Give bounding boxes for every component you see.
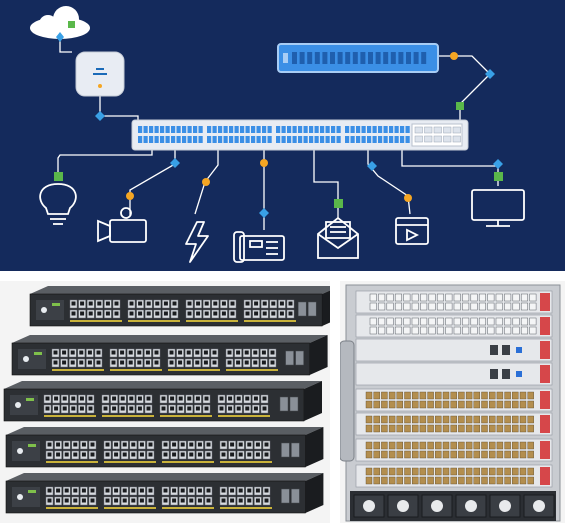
cloud-to-ap-line: [59, 38, 72, 53]
server-connector-diamond: [485, 69, 495, 79]
stacked-switch-photo: [0, 281, 330, 523]
monitor-icon: [471, 189, 525, 227]
camera-connector-dot: [126, 192, 134, 200]
switch-to-bulb-line: [57, 150, 153, 178]
cloud-connector-diamond: [56, 32, 64, 42]
cloud-icon: [30, 6, 90, 39]
light-bulb-icon: [39, 183, 77, 225]
rack-server-icon: [277, 43, 439, 73]
server-connector-square: [456, 102, 464, 110]
switch-to-video-line: [367, 150, 411, 215]
bulb-connector-square: [54, 172, 63, 181]
wireless-access-point-icon: [75, 51, 125, 97]
lightning-bolt-icon: [185, 221, 209, 263]
camera-connector-diamond: [170, 158, 180, 168]
chassis-switch-photo: [340, 281, 565, 523]
modular-chassis-switch: [340, 284, 561, 522]
switch-to-camera-line: [129, 150, 176, 215]
server-to-switch-line: [438, 55, 491, 122]
desk-phone-icon: [233, 231, 285, 263]
envelope-icon: [317, 216, 359, 259]
video-connector-dot: [404, 194, 412, 202]
phone-connector-diamond: [259, 208, 269, 218]
video-camera-icon: [97, 207, 147, 243]
video-connector-diamond: [367, 161, 377, 171]
power-connector-dot: [202, 178, 210, 186]
network-diagram-panel: [0, 0, 565, 271]
monitor-connector-diamond: [493, 159, 503, 169]
video-player-icon: [395, 217, 429, 245]
ap-connector-diamond: [95, 111, 105, 121]
network-switch-icon: [131, 119, 469, 151]
switch-to-monitor-line: [401, 150, 499, 186]
mail-connector-square: [334, 199, 343, 208]
server-connector-dot: [450, 52, 458, 60]
phone-connector-dot: [260, 159, 268, 167]
network-diagram: [30, 6, 525, 263]
ap-to-switch-line: [99, 92, 139, 122]
switch-to-power-line: [194, 150, 219, 215]
monitor-connector-square: [494, 172, 503, 181]
stacked-switches: [3, 286, 330, 514]
